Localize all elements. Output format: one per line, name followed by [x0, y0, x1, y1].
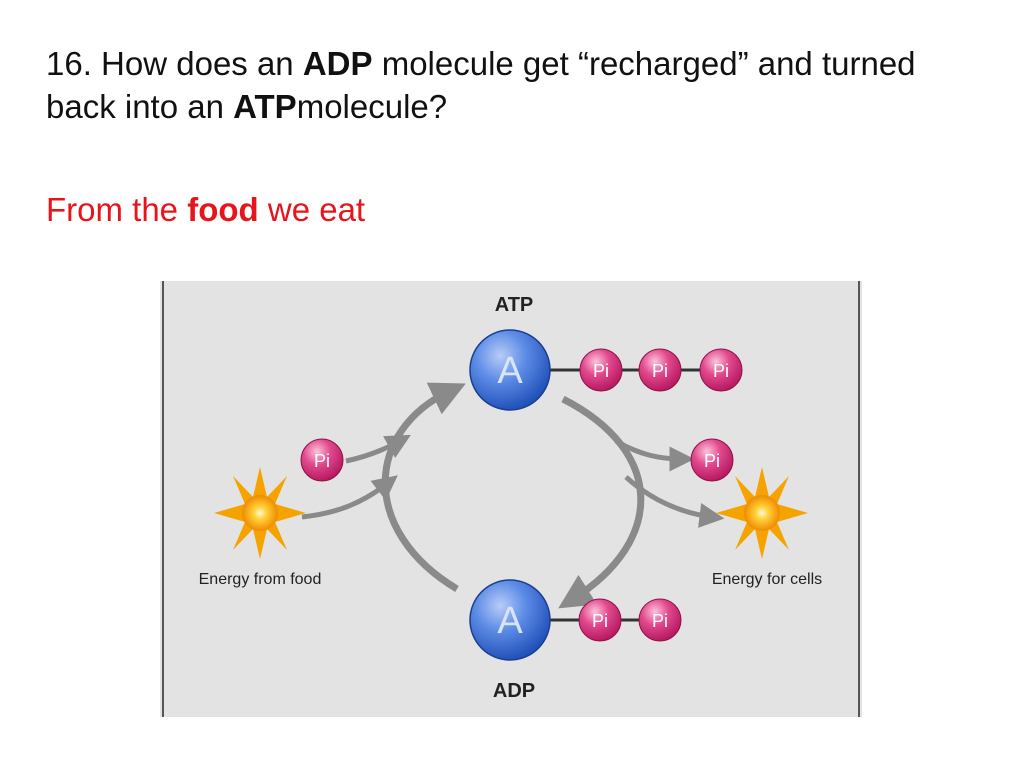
adp-phosphate-2	[638, 598, 682, 642]
question-atp: ATP	[233, 88, 297, 125]
input-phosphate	[300, 438, 344, 482]
question-adp: ADP	[302, 45, 373, 82]
adp-molecule: A Pi Pi	[469, 579, 682, 661]
atp-adenosine	[469, 329, 551, 411]
answer-food: food	[187, 191, 259, 228]
question-part2: molecule get “recharged” and turned back…	[46, 45, 916, 125]
answer-text: From the food we eat	[46, 190, 365, 230]
atp-adenosine-label: A	[497, 350, 523, 392]
question-part3: molecule?	[296, 88, 448, 125]
adp-adenosine	[469, 579, 551, 661]
energy-output-arrow	[624, 475, 725, 528]
atp-molecule: A Pi Pi Pi	[469, 329, 743, 411]
energy-from-food-label: Energy from food	[199, 571, 322, 588]
atp-phosphate-3-label: Pi	[713, 361, 729, 381]
answer-part1: From the	[46, 191, 179, 228]
adp-phosphate-1	[578, 598, 622, 642]
atp-phosphate-2-label: Pi	[652, 361, 668, 381]
adp-adenosine-label: A	[497, 600, 523, 642]
question-text: 16. How does an ADP molecule get “rechar…	[46, 42, 986, 128]
answer-part2: we eat	[267, 191, 366, 228]
phosphate-input-arrow	[345, 434, 411, 464]
energy-for-cells-sun-icon	[716, 467, 808, 559]
energy-input-arrow	[301, 475, 398, 520]
question-number: 16.	[46, 45, 92, 82]
question-part1: How does an	[101, 45, 294, 82]
energy-for-cells-label: Energy for cells	[712, 571, 822, 588]
adp-phosphate-2-label: Pi	[652, 611, 668, 631]
atp-phosphate-2	[638, 348, 682, 392]
input-phosphate-label: Pi	[314, 451, 330, 471]
atp-adp-cycle-diagram: ATP A Pi Pi Pi Pi Pi Energy from food	[160, 281, 862, 717]
cycle-arrow-right	[558, 395, 645, 609]
adp-phosphate-1-label: Pi	[592, 611, 608, 631]
atp-phosphate-1	[579, 348, 623, 392]
output-phosphate-label: Pi	[704, 451, 720, 471]
phosphate-output-arrow	[614, 438, 695, 472]
atp-phosphate-1-label: Pi	[593, 361, 609, 381]
atp-phosphate-3	[699, 348, 743, 392]
energy-from-food-sun-icon	[214, 467, 306, 559]
adp-label: ADP	[493, 680, 535, 702]
output-phosphate	[690, 438, 734, 482]
atp-label: ATP	[495, 294, 534, 316]
